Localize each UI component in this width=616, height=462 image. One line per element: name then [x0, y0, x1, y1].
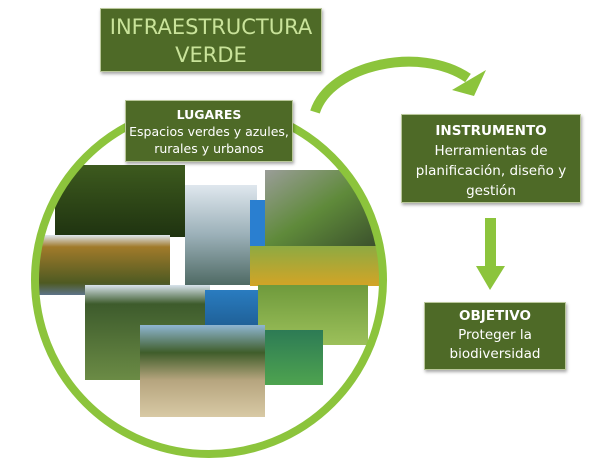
lugares-text: rurales y urbanos	[154, 141, 264, 156]
instrumento-text: gestión	[466, 183, 516, 199]
title-line: INFRAESTRUCTURA	[109, 15, 313, 39]
objetivo-box: OBJETIVO Proteger la biodiversidad	[424, 302, 566, 370]
lugares-box: LUGARES Espacios verdes y azules, rurale…	[125, 100, 293, 162]
curved-arrow	[310, 56, 471, 114]
instrumento-heading: INSTRUMENTO	[435, 123, 547, 139]
instrumento-box: INSTRUMENTO Herramientas de planificació…	[401, 114, 581, 203]
photo-dunes	[140, 325, 265, 417]
title-box: INFRAESTRUCTURA VERDE	[100, 8, 322, 72]
photo-highway	[265, 170, 380, 246]
objetivo-text: biodiversidad	[449, 346, 541, 362]
objetivo-heading: OBJETIVO	[459, 308, 531, 324]
objetivo-text: Proteger la	[458, 327, 532, 343]
lugares-text: Espacios verdes y azules,	[129, 124, 289, 139]
photo-collage	[38, 165, 381, 417]
photo-river	[185, 185, 257, 285]
photo-forest	[55, 165, 185, 237]
down-arrow	[485, 218, 496, 270]
instrumento-text: planificación, diseño y	[415, 163, 567, 179]
photo-blue	[250, 200, 268, 250]
lugares-heading: LUGARES	[176, 107, 242, 122]
instrumento-text: Herramientas de	[434, 143, 548, 159]
curved-arrow-head	[452, 70, 486, 96]
title-line: VERDE	[175, 43, 247, 67]
down-arrow-head	[476, 266, 505, 290]
photo-yellow-field	[250, 246, 381, 286]
